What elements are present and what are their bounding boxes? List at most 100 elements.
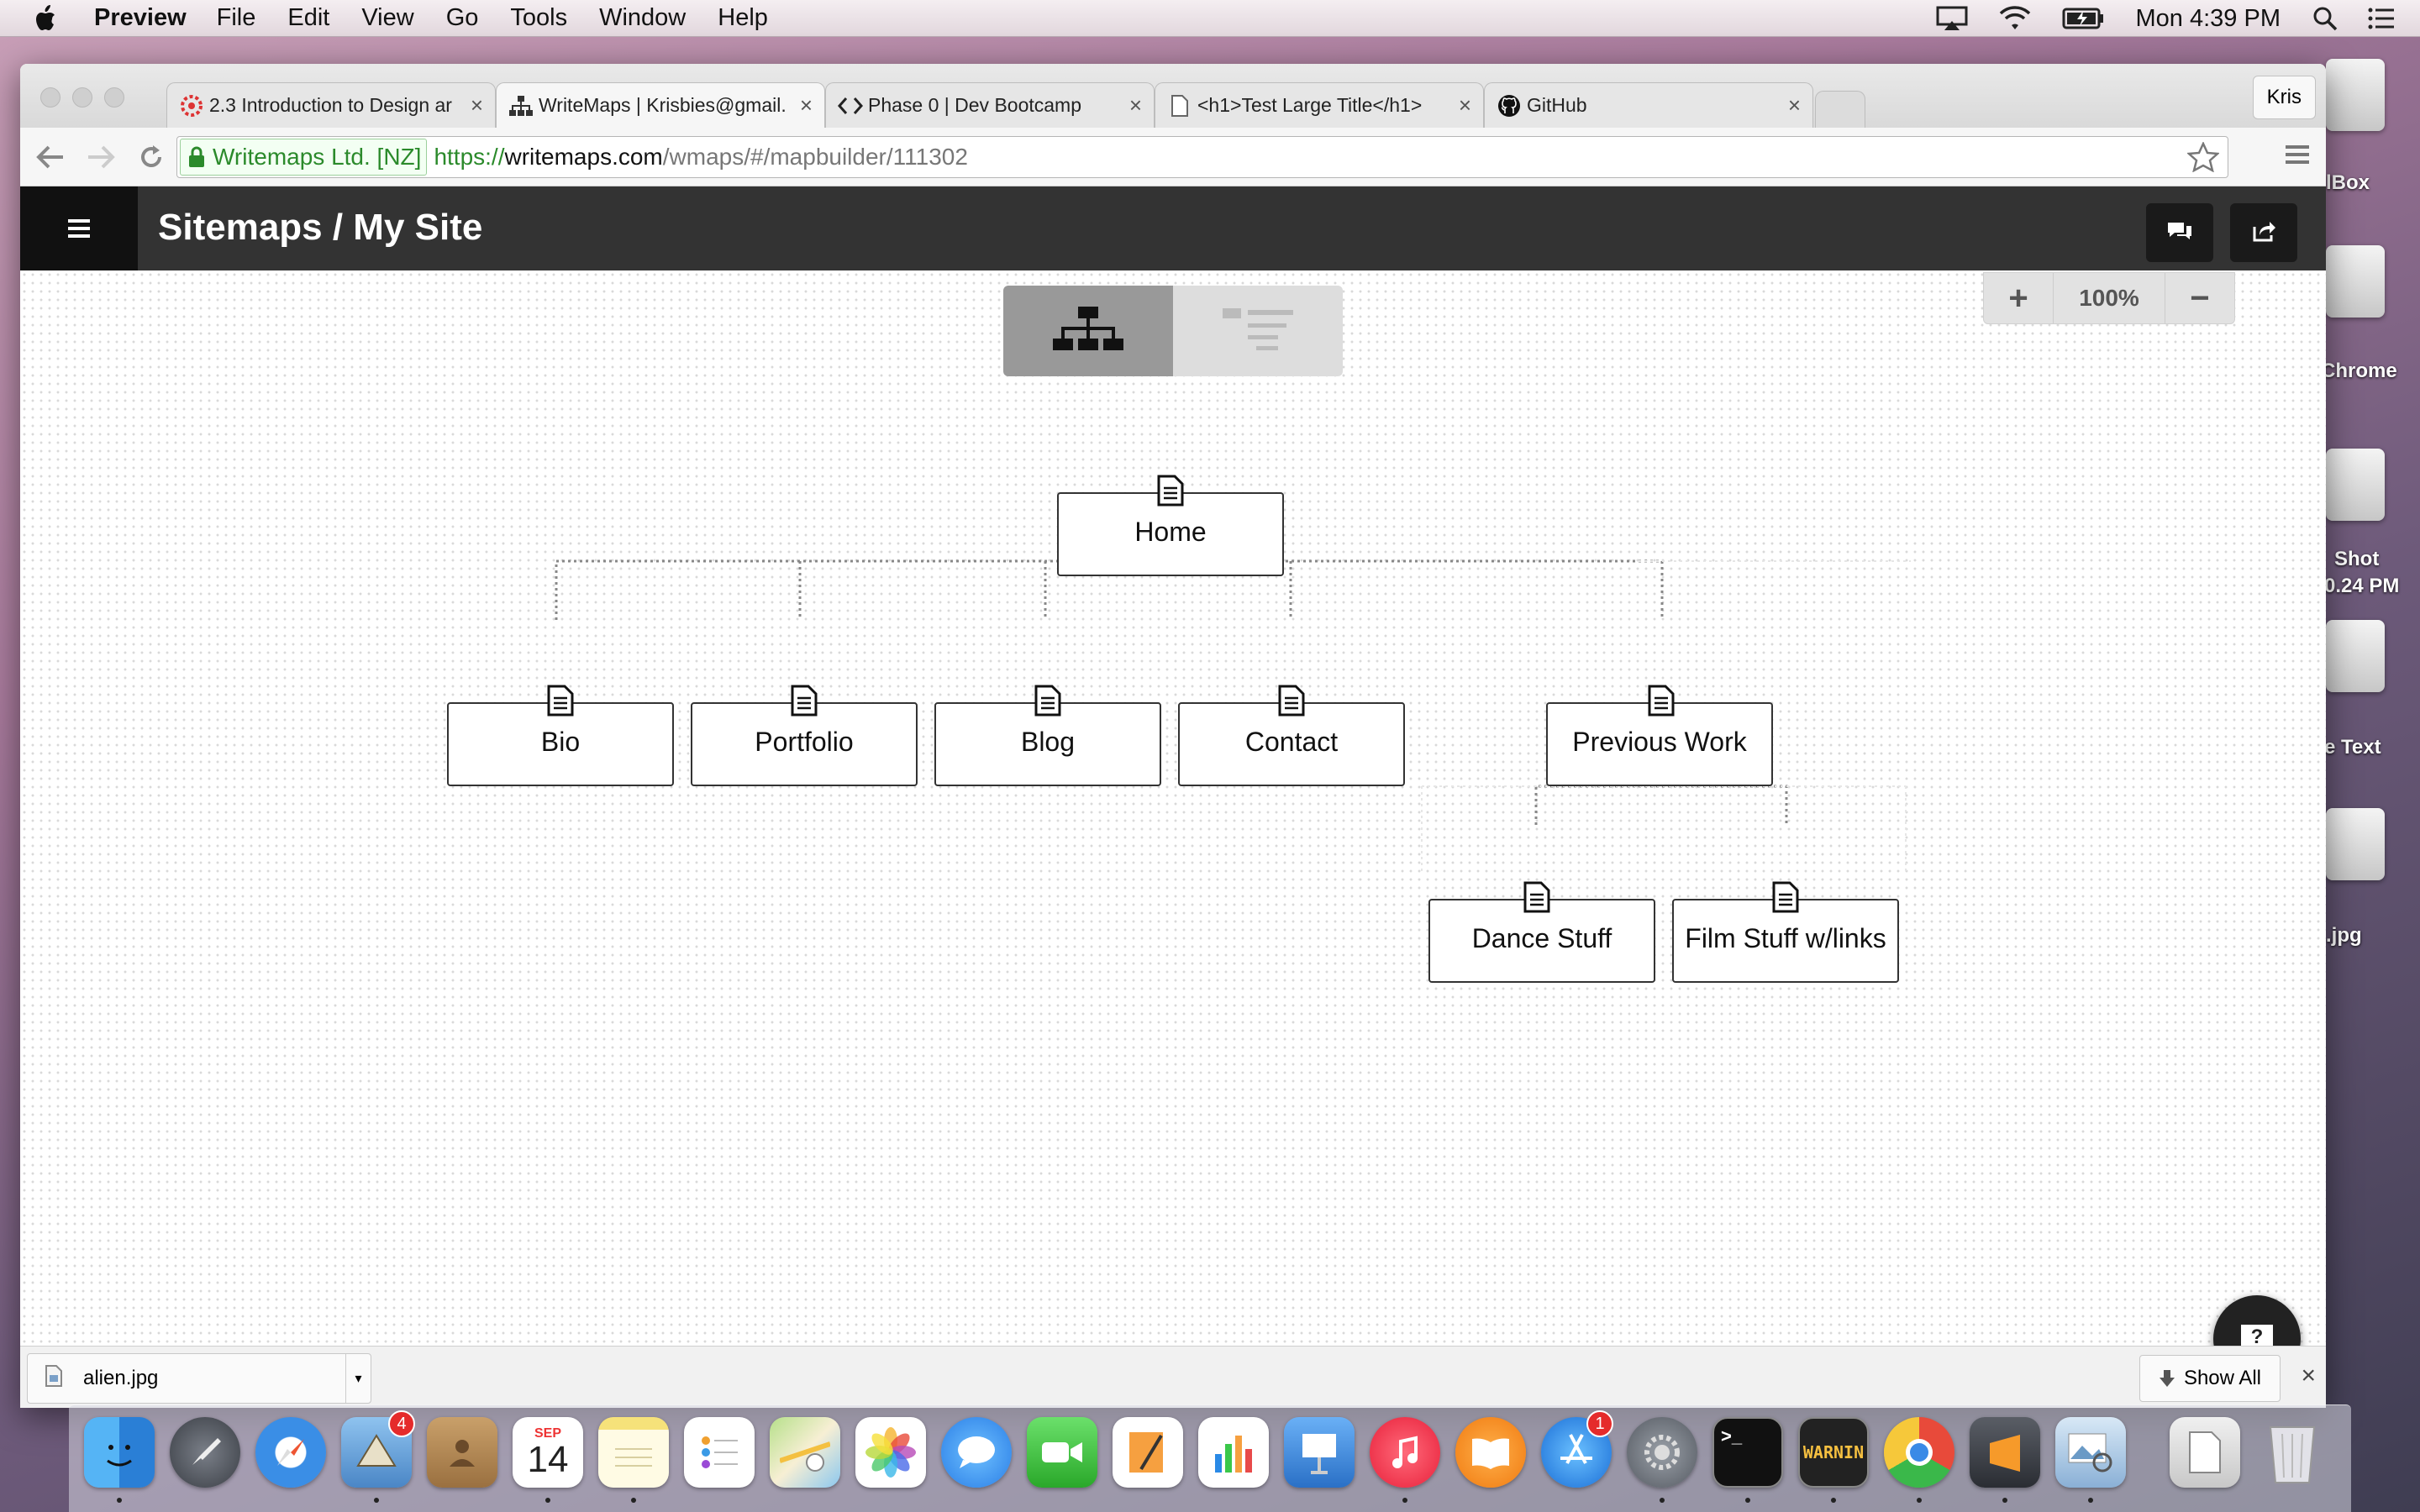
sitemap-canvas[interactable]: + 100% − Home Bio <box>20 270 2326 1383</box>
tab-dev-bootcamp[interactable]: Phase 0 | Dev Bootcamp × <box>825 82 1155 128</box>
airplay-icon[interactable] <box>1936 6 1968 31</box>
profile-button[interactable]: Kris <box>2252 76 2316 119</box>
page-icon <box>1648 685 1675 717</box>
terminal-icon[interactable]: >_ <box>1712 1417 1783 1488</box>
window-zoom-button[interactable] <box>104 87 124 108</box>
running-indicator <box>1660 1498 1665 1503</box>
trash-icon[interactable] <box>2257 1417 2328 1488</box>
maps-icon[interactable] <box>770 1417 840 1488</box>
desktop-file-icon[interactable] <box>2326 620 2385 692</box>
address-bar[interactable]: Writemaps Ltd. [NZ] https:// writemaps.c… <box>176 136 2228 178</box>
messages-icon[interactable] <box>941 1417 1012 1488</box>
running-indicator <box>117 1498 122 1503</box>
photos-icon[interactable] <box>855 1417 926 1488</box>
launchpad-icon[interactable] <box>170 1417 240 1488</box>
wifi-icon[interactable] <box>1998 6 2032 31</box>
tab-github[interactable]: GitHub × <box>1484 82 1813 128</box>
code-icon <box>838 93 863 118</box>
node-label: Blog <box>1020 726 1076 757</box>
menu-tools[interactable]: Tools <box>510 4 568 31</box>
finder-icon[interactable] <box>84 1417 155 1488</box>
connector-line <box>1534 785 1788 825</box>
keynote-icon[interactable] <box>1284 1417 1355 1488</box>
close-shelf-icon[interactable]: × <box>2301 1362 2316 1389</box>
downloads-stack-icon[interactable] <box>2170 1417 2240 1488</box>
tab-dbc-intro[interactable]: 2.3 Introduction to Design ar × <box>166 82 496 128</box>
running-indicator <box>374 1498 379 1503</box>
menu-window[interactable]: Window <box>599 4 687 31</box>
sitemap-node-blog[interactable]: Blog <box>934 702 1161 786</box>
sitemap-node-film-stuff[interactable]: Film Stuff w/links <box>1672 899 1899 983</box>
tab-writemaps[interactable]: WriteMaps | Krisbies@gmail. × <box>496 82 825 128</box>
sitemap-node-home[interactable]: Home <box>1057 492 1284 576</box>
apple-icon[interactable] <box>32 2 66 35</box>
battery-icon[interactable] <box>2062 7 2104 30</box>
desktop-file-icon[interactable] <box>2326 808 2385 880</box>
console-icon[interactable]: WARNIN <box>1798 1417 1869 1488</box>
zoom-in-button[interactable]: + <box>2008 279 2028 317</box>
facetime-icon[interactable] <box>1027 1417 1097 1488</box>
download-arrow-icon <box>2159 1368 2175 1389</box>
tab-close-icon[interactable]: × <box>1787 92 1801 118</box>
tab-test-large-title[interactable]: <h1>Test Large Title</h1> × <box>1155 82 1484 128</box>
window-minimize-button[interactable] <box>72 87 92 108</box>
notification-center-icon[interactable] <box>2368 8 2395 29</box>
sitemap-node-contact[interactable]: Contact <box>1178 702 1405 786</box>
sublime-text-icon[interactable] <box>1970 1417 2040 1488</box>
menu-view[interactable]: View <box>361 4 414 31</box>
calendar-icon[interactable]: SEP 14 <box>513 1417 583 1488</box>
tab-close-icon[interactable]: × <box>470 92 483 118</box>
system-preferences-icon[interactable] <box>1627 1417 1697 1488</box>
list-view-button[interactable] <box>1173 286 1343 376</box>
desktop-file-icon[interactable] <box>2326 245 2385 318</box>
sitemap-node-dance-stuff[interactable]: Dance Stuff <box>1428 899 1655 983</box>
sitemap-node-portfolio[interactable]: Portfolio <box>691 702 918 786</box>
contacts-icon[interactable] <box>427 1417 497 1488</box>
new-tab-button[interactable] <box>1815 91 1865 128</box>
chrome-menu-icon[interactable] <box>2284 143 2311 171</box>
tab-title: GitHub <box>1527 94 1587 116</box>
desktop-screenshot-icon[interactable] <box>2326 449 2385 521</box>
chrome-icon[interactable] <box>1884 1417 1954 1488</box>
numbers-icon[interactable] <box>1198 1417 1269 1488</box>
reminders-icon[interactable] <box>684 1417 755 1488</box>
zoom-out-button[interactable]: − <box>2190 279 2210 317</box>
spotlight-search-icon[interactable] <box>2312 6 2338 31</box>
menu-edit[interactable]: Edit <box>287 4 330 31</box>
preview-icon[interactable] <box>2055 1417 2126 1488</box>
menubar-clock[interactable]: Mon 4:39 PM <box>2135 4 2281 32</box>
tab-close-icon[interactable]: × <box>799 92 813 118</box>
tab-close-icon[interactable]: × <box>1458 92 1471 118</box>
sitemap-node-previous-work[interactable]: Previous Work <box>1546 702 1773 786</box>
download-options-dropdown[interactable]: ▾ <box>345 1354 371 1403</box>
show-all-downloads-button[interactable]: Show All <box>2139 1355 2281 1402</box>
share-button[interactable] <box>2230 203 2297 262</box>
comments-button[interactable] <box>2146 203 2213 262</box>
running-indicator <box>2002 1498 2007 1503</box>
itunes-icon[interactable] <box>1370 1417 1440 1488</box>
safari-icon[interactable] <box>255 1417 326 1488</box>
bookmark-star-icon[interactable] <box>2186 140 2221 178</box>
download-item[interactable]: alien.jpg ▾ <box>27 1353 371 1404</box>
github-icon <box>1497 93 1522 118</box>
menu-app-name[interactable]: Preview <box>94 4 187 31</box>
tab-strip: 2.3 Introduction to Design ar × WriteMap… <box>20 64 2326 128</box>
pages-icon[interactable] <box>1113 1417 1183 1488</box>
reload-icon[interactable] <box>134 140 168 174</box>
running-indicator <box>545 1498 550 1503</box>
tree-view-button[interactable] <box>1003 286 1173 376</box>
ibooks-icon[interactable] <box>1455 1417 1526 1488</box>
desktop-file-icon[interactable] <box>2326 59 2385 131</box>
window-close-button[interactable] <box>40 87 60 108</box>
tab-close-icon[interactable]: × <box>1128 92 1142 118</box>
hamburger-menu-icon[interactable] <box>20 186 138 270</box>
menu-file[interactable]: File <box>216 4 256 31</box>
menu-go[interactable]: Go <box>445 4 479 31</box>
sitemap-node-bio[interactable]: Bio <box>447 702 674 786</box>
forward-arrow-icon[interactable] <box>84 140 118 174</box>
menu-help[interactable]: Help <box>718 4 768 31</box>
back-arrow-icon[interactable] <box>34 140 67 174</box>
notes-icon[interactable] <box>598 1417 669 1488</box>
tab-title: 2.3 Introduction to Design ar <box>209 94 452 116</box>
ev-certificate-badge[interactable]: Writemaps Ltd. [NZ] <box>180 139 428 176</box>
